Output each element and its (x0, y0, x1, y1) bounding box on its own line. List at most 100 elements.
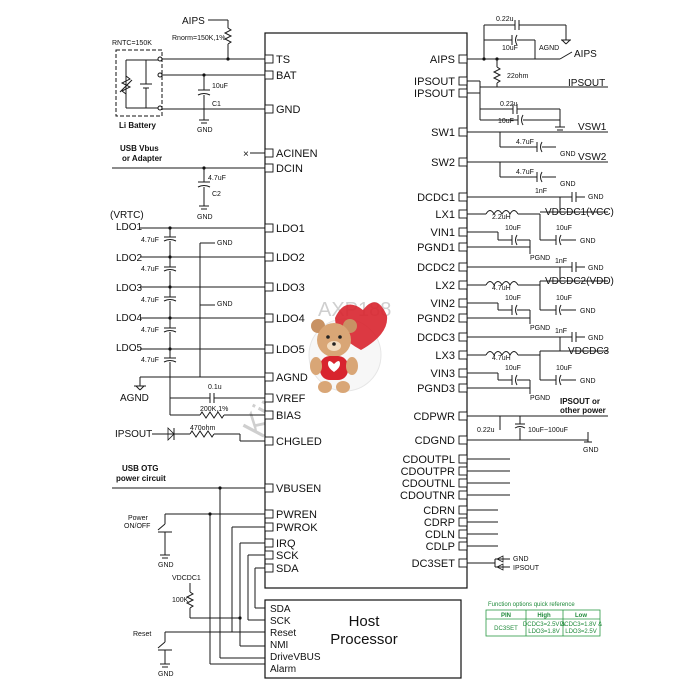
label-rntc: RNTC=150K (112, 40, 152, 47)
pin-ldo2: LDO2 (276, 252, 305, 264)
label-vsw2: VSW2 (578, 152, 607, 163)
label-usb-otg-2: power circuit (116, 474, 166, 483)
pin-dc3set: DC3SET (412, 558, 456, 570)
label-c10-3a: 10uF (505, 365, 521, 372)
label-l2: 4.7uH (492, 285, 511, 292)
label-gnd-c1: GND (197, 127, 213, 134)
label-gnd-ldo-b: GND (217, 301, 233, 308)
pin-pwren: PWREN (276, 509, 317, 521)
label-agnd-left: AGND (120, 393, 149, 404)
label-c022-top: 0.22u (496, 16, 514, 23)
label-vdcdc3: VDCDC3 (568, 346, 610, 357)
label-ipsout-right: IPSOUT (568, 78, 605, 89)
host-pin-reset: Reset (270, 628, 296, 639)
pin-vin2: VIN2 (431, 298, 455, 310)
label-usb-otg-1: USB OTG (122, 464, 158, 473)
pin-cdrn: CDRN (423, 505, 455, 517)
label-cap47-5: 4.7uF (141, 357, 159, 364)
label-cap47-3: 4.7uF (141, 297, 159, 304)
label-vdcdc1: VDCDC1(VCC) (545, 207, 614, 218)
pin-agnd: AGND (276, 372, 308, 384)
pin-chgled: CHGLED (276, 436, 322, 448)
pin-lx1: LX1 (435, 209, 455, 221)
label-c10-1a: 10uF (505, 225, 521, 232)
label-c10-top: 10uF (502, 45, 518, 52)
pin-cdpwr: CDPWR (413, 411, 455, 423)
label-agnd-right: AGND (539, 45, 559, 52)
label-c2-val: 4.7uF (208, 175, 226, 182)
label-dc3set-ipsout: IPSOUT (513, 565, 540, 572)
label-vsw1: VSW1 (578, 122, 607, 133)
label-usb-vbus-2: or Adapter (122, 154, 162, 163)
pin-cdoutpr: CDOUTPR (401, 466, 455, 478)
acinen-nc-mark: × (243, 149, 249, 160)
label-bias-res: 200K,1% (200, 406, 228, 413)
pin-lx2: LX2 (435, 280, 455, 292)
label-c47-sw2: 4.7uF (516, 169, 534, 176)
label-c10-2b: 10uF (556, 295, 572, 302)
label-c47-sw1: 4.7uF (516, 139, 534, 146)
pin-pwrok: PWROK (276, 522, 318, 534)
pin-cdoutpl: CDOUTPL (402, 454, 455, 466)
host-pin-nmi: NMI (270, 640, 288, 651)
reference-high-1: DCDC3=2.5V & (523, 622, 565, 628)
label-cap47-1: 4.7uF (141, 237, 159, 244)
label-aips-right: AIPS (574, 49, 597, 60)
label-gnd-power: GND (158, 562, 174, 569)
label-vdcdc1-left: VDCDC1 (172, 575, 201, 582)
label-aips-left: AIPS (182, 16, 205, 27)
label-gnd-c2: GND (197, 214, 213, 221)
pin-pgnd3: PGND3 (417, 383, 455, 395)
label-cap47-2: 4.7uF (141, 266, 159, 273)
pin-acinen: ACINEN (276, 148, 318, 160)
host-title-line1: Host (349, 613, 381, 630)
pin-cdlp: CDLP (426, 541, 455, 553)
teddy-bear-mascot (308, 302, 388, 393)
label-ipsout-other-2: other power (560, 406, 606, 415)
label-gnd-dcdc3-b: GND (580, 378, 596, 385)
label-c2: C2 (212, 191, 221, 198)
host-pin-sda: SDA (270, 604, 291, 615)
label-gnd-dcdc1-b: GND (580, 238, 596, 245)
host-title-line2: Processor (330, 631, 398, 648)
label-ldo2: LDO2 (116, 253, 143, 264)
label-c1nf-2: 1nF (555, 258, 567, 265)
label-vrtc: (VRTC) (110, 210, 144, 221)
label-c1: C1 (212, 101, 221, 108)
label-c1-val: 10uF (212, 83, 228, 90)
label-pgnd-1: PGND (530, 255, 550, 262)
pin-ldo3: LDO3 (276, 282, 305, 294)
pin-bias: BIAS (276, 410, 301, 422)
label-c1nf-3: 1nF (555, 328, 567, 335)
pin-vin1: VIN1 (431, 227, 455, 239)
host-pin-drivevbus: DriveVBUS (270, 652, 321, 663)
pin-ldo1: LDO1 (276, 223, 305, 235)
label-cap47-4: 4.7uF (141, 327, 159, 334)
label-vref-cap: 0.1u (208, 384, 222, 391)
pin-irq: IRQ (276, 538, 296, 550)
label-usb-vbus-1: USB Vbus (120, 144, 159, 153)
pin-sw2: SW2 (431, 157, 455, 169)
reference-header-high: High (537, 613, 551, 619)
label-gnd-dcdc3: GND (588, 335, 604, 342)
reference-table: Function options quick reference PIN Hig… (485, 602, 602, 637)
label-pgnd-3: PGND (530, 395, 550, 402)
pin-ipsout-2: IPSOUT (414, 88, 455, 100)
label-c10-3b: 10uF (556, 365, 572, 372)
label-c1nf-1: 1nF (535, 188, 547, 195)
label-gnd-dcdc2-b: GND (580, 308, 596, 315)
pin-dcdc2: DCDC2 (417, 262, 455, 274)
battery-box (115, 49, 163, 117)
label-li-battery: Li Battery (119, 121, 156, 130)
reference-title: Function options quick reference (488, 602, 575, 608)
label-l1: 2.2uH (492, 214, 511, 221)
label-gnd-sw1: GND (560, 151, 576, 158)
pin-dcdc1: DCDC1 (417, 192, 455, 204)
label-power-2: ON/OFF (124, 523, 150, 530)
pin-sda: SDA (276, 563, 299, 575)
pin-cdgnd: CDGND (415, 435, 455, 447)
reference-high-2: LDO3=1.8V (528, 629, 560, 635)
label-rnorm: Rnorm=150K,1% (172, 35, 226, 42)
label-chgled-res: 470ohm (190, 425, 215, 432)
